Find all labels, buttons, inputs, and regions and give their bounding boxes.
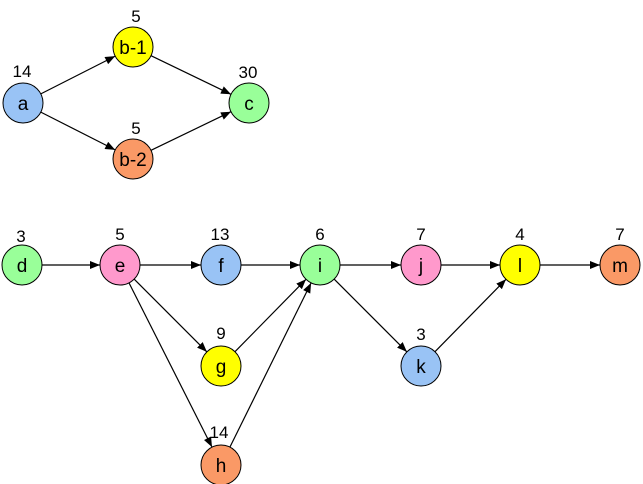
node-circle-g bbox=[200, 345, 242, 387]
node-l: l4 bbox=[499, 225, 541, 286]
node-label-i: i bbox=[318, 256, 322, 277]
edge-a-b2 bbox=[40, 111, 116, 151]
node-circle-k bbox=[400, 345, 442, 387]
node-label-b1: b-1 bbox=[119, 38, 146, 59]
node-circle-f bbox=[200, 244, 242, 286]
node-weight-i: 6 bbox=[315, 225, 324, 244]
edge-i-k bbox=[333, 278, 408, 353]
node-circle-i bbox=[299, 244, 341, 286]
node-weight-l: 4 bbox=[515, 225, 524, 244]
node-weight-e: 5 bbox=[115, 225, 124, 244]
node-f: f 13 bbox=[200, 225, 242, 286]
node-circle-c bbox=[228, 82, 270, 124]
edge-k-l bbox=[434, 278, 507, 353]
edge-h-i bbox=[229, 282, 312, 448]
node-i: i6 bbox=[299, 225, 341, 286]
node-weight-m: 7 bbox=[615, 225, 624, 244]
node-d: d3 bbox=[1, 227, 43, 286]
edge-e-h bbox=[128, 282, 213, 448]
edge-g-i bbox=[234, 278, 307, 353]
node-circle-h bbox=[200, 444, 242, 484]
edge-b2-c bbox=[150, 111, 232, 151]
node-weight-b1: 5 bbox=[131, 7, 140, 26]
node-label-c: c bbox=[244, 94, 254, 115]
node-circle-j bbox=[400, 244, 442, 286]
node-weight-k: 3 bbox=[416, 325, 425, 344]
node-label-j: j bbox=[418, 256, 423, 277]
node-b2: b-2 5 bbox=[112, 119, 154, 180]
node-circle-m bbox=[599, 244, 641, 286]
edges-layer bbox=[40, 55, 600, 448]
node-e: e5 bbox=[99, 225, 141, 286]
node-j: j7 bbox=[400, 225, 442, 286]
node-g: g9 bbox=[200, 324, 242, 387]
node-circle-b2 bbox=[112, 138, 154, 180]
node-b1: b-1 5 bbox=[112, 7, 154, 68]
edge-e-g bbox=[133, 278, 208, 353]
node-weight-b2: 5 bbox=[131, 119, 140, 138]
node-weight-g: 9 bbox=[216, 324, 225, 343]
node-circle-l bbox=[499, 244, 541, 286]
edge-a-b1 bbox=[40, 55, 116, 95]
node-label-l: l bbox=[518, 256, 522, 277]
node-weight-a: 14 bbox=[13, 62, 32, 81]
node-circle-e bbox=[99, 244, 141, 286]
node-weight-j: 7 bbox=[416, 225, 425, 244]
node-k: k3 bbox=[400, 325, 442, 387]
node-circle-b1 bbox=[112, 26, 154, 68]
node-h: h 14 bbox=[200, 423, 242, 484]
node-a: a 14 bbox=[2, 62, 44, 124]
edge-b1-c bbox=[150, 55, 232, 95]
node-label-k: k bbox=[416, 357, 426, 378]
node-label-g: g bbox=[216, 357, 227, 378]
node-weight-c: 30 bbox=[239, 63, 258, 82]
node-circle-a bbox=[2, 82, 44, 124]
node-label-f: f bbox=[218, 256, 224, 277]
node-label-a: a bbox=[18, 94, 29, 115]
node-label-h: h bbox=[216, 456, 227, 477]
node-m: m7 bbox=[599, 225, 641, 286]
node-weight-d: 3 bbox=[16, 227, 25, 246]
node-weight-f: 13 bbox=[211, 225, 230, 244]
node-c: c 30 bbox=[228, 63, 270, 124]
node-label-d: d bbox=[17, 256, 28, 277]
node-label-m: m bbox=[612, 256, 628, 277]
node-weight-h: 14 bbox=[210, 423, 229, 442]
node-label-e: e bbox=[115, 256, 126, 277]
node-circle-d bbox=[1, 244, 43, 286]
node-label-b2: b-2 bbox=[119, 150, 146, 171]
